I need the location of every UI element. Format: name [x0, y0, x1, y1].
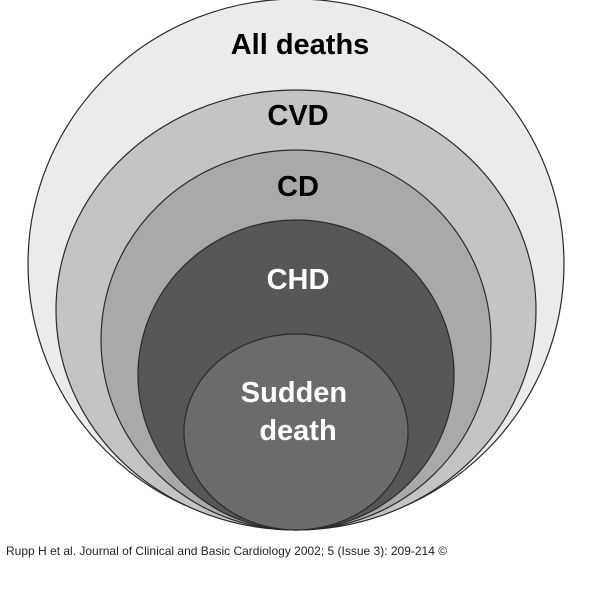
ring-sudden-death	[183, 333, 409, 531]
label-all-deaths: All deaths	[231, 29, 370, 61]
label-sudden-death-line-2: death	[259, 415, 336, 447]
label-sudden-death: Sudden death	[241, 377, 355, 447]
label-chd: CHD	[267, 264, 330, 296]
label-cvd: CVD	[267, 100, 328, 132]
nested-circles-diagram: All deaths CVD CD CHD Sudden death	[27, 0, 565, 531]
label-cd: CD	[277, 171, 319, 203]
label-sudden-death-line-1: Sudden	[241, 377, 347, 409]
citation-caption: Rupp H et al. Journal of Clinical and Ba…	[6, 544, 448, 558]
